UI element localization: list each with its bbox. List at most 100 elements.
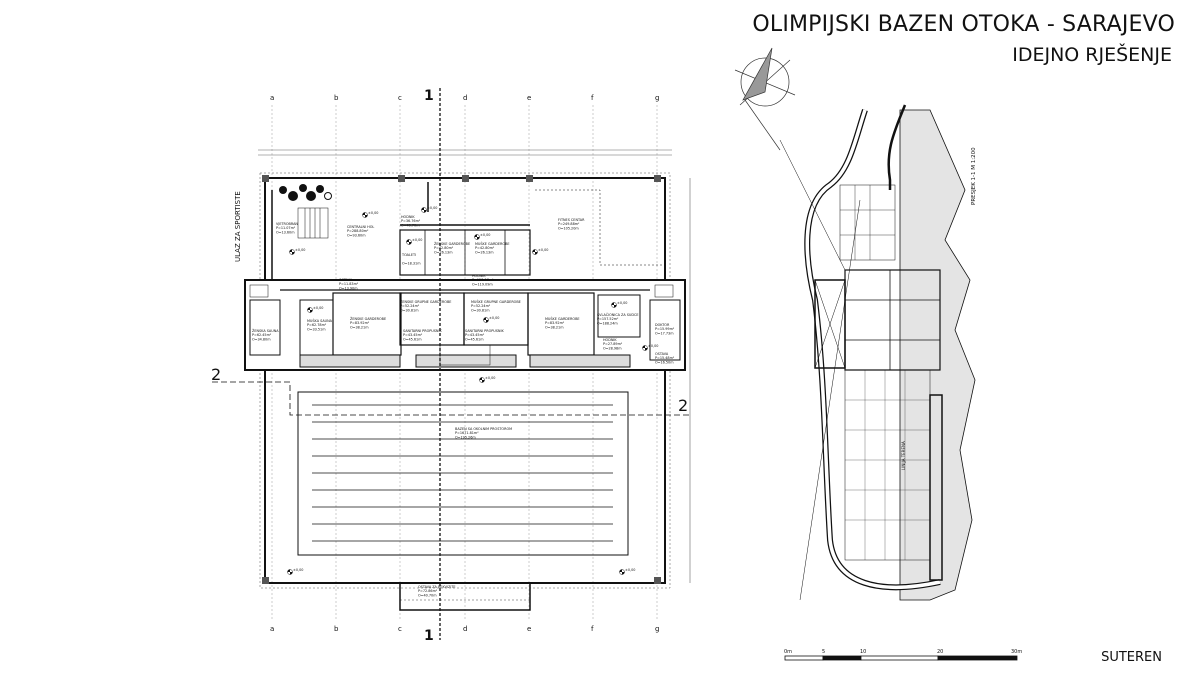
section-2-marker-right: 2 xyxy=(678,396,688,415)
grid-axis-label: e xyxy=(527,625,531,633)
room-label: BAZEN SA OKOLNIM PROSTOROMP=1671.81m²O=1… xyxy=(455,427,512,439)
room-perimeter: O=30.81m xyxy=(400,308,419,312)
room-perimeter: O=34.80m xyxy=(252,337,271,341)
scale-tick-label: 0m xyxy=(784,649,792,655)
level-mark: ±0,00 xyxy=(483,316,499,323)
room-area: P=11.83m² xyxy=(339,282,359,286)
room-perimeter: O=26.13m xyxy=(434,250,453,254)
grid-axis-label: b xyxy=(334,94,339,102)
room-name: VJETROBRAN xyxy=(276,222,298,226)
level-mark-text: ±0,00 xyxy=(293,568,303,572)
room-name: SANITARNI PROPUSNIK xyxy=(465,329,504,333)
grid-axis-label: c xyxy=(398,625,402,633)
room-perimeter: O=16.50m xyxy=(655,360,674,364)
scale-tick-label: 30m xyxy=(1011,649,1022,655)
scale-bar xyxy=(784,655,1018,661)
terrain-hatch xyxy=(899,109,976,601)
grid-axis-label: g xyxy=(655,94,659,102)
level-mark: ±0,00 xyxy=(287,568,303,575)
room-area: P=1671.81m² xyxy=(455,431,479,435)
scale-tick-label: 10 xyxy=(860,649,866,655)
level-mark-text: ±0,00 xyxy=(648,344,658,348)
grid-axis-label: a xyxy=(270,625,274,633)
room-perimeter: O=38.21m xyxy=(545,325,564,329)
level-mark-text: ±0,00 xyxy=(538,248,548,252)
room-perimeter: O=105.20m xyxy=(558,226,579,230)
project-subtitle: IDEJNO RJEŠENJE xyxy=(1012,44,1172,66)
room-area: P=36.76m² xyxy=(401,219,421,223)
level-mark-text: ±0,00 xyxy=(412,238,422,242)
grid-axis-label: d xyxy=(463,94,467,102)
room-name: BAZEN SA OKOLNIM PROSTOROM xyxy=(455,427,512,431)
room-area: P=288.80m² xyxy=(347,229,369,233)
room-perimeter: O=40.70m xyxy=(418,593,437,597)
room-perimeter: O=28.98m xyxy=(603,346,622,350)
section-2-marker-left: 2 xyxy=(211,365,221,384)
room-perimeter: O=195.26m xyxy=(455,435,476,439)
level-mark: ±0,00 xyxy=(362,211,378,218)
room-area: P=15.48m² xyxy=(655,356,675,360)
room-area: P=42.80m² xyxy=(475,246,495,250)
grid-axis-label: g xyxy=(655,625,659,633)
grid-axis-label: f xyxy=(591,94,594,102)
room-name: ŽENSKE GARDEROBE xyxy=(434,241,470,246)
room-name: MUŠKA SAUNA xyxy=(307,318,333,323)
level-mark-text: ±0,00 xyxy=(427,206,437,210)
scale-tick-label: 20 xyxy=(937,649,943,655)
room-name: OSTAVA xyxy=(339,278,353,282)
room-perimeter: O=45.61m xyxy=(465,337,484,341)
room-name: MUŠKE GARDEROBE xyxy=(475,241,510,246)
grid-axis-label: e xyxy=(527,94,531,102)
room-area: P=11.07m² xyxy=(276,226,296,230)
level-mark-text: ±0,00 xyxy=(368,211,378,215)
room-area: P=52.24m² xyxy=(400,304,420,308)
room-name: ŽENSKA SAUNA xyxy=(252,328,279,333)
terrain-line-label: LINIJA TERENA xyxy=(901,441,906,470)
building-section xyxy=(779,104,943,601)
room-area: P=52.24m² xyxy=(471,304,491,308)
room-perimeter: O=13.60m xyxy=(276,230,295,234)
room-perimeter: O=188.24m xyxy=(597,321,618,325)
room-area: P=42.80m² xyxy=(434,246,454,250)
room-perimeter: O=40.70m xyxy=(401,223,420,227)
level-mark-text: ±0,00 xyxy=(617,301,627,305)
room-area: P=153.07m² xyxy=(472,278,494,282)
room-name: OSTAVA xyxy=(655,352,669,356)
room-perimeter: O=17.73m xyxy=(655,331,674,335)
room-perimeter: O=45.61m xyxy=(403,337,422,341)
grid-axis-label: d xyxy=(463,625,467,633)
room-area: P=15.99m² xyxy=(655,327,675,331)
room-perimeter: O=119.09m xyxy=(472,282,493,286)
building-walls xyxy=(244,172,686,611)
level-mark: ±0,00 xyxy=(421,206,437,213)
level-mark-text: ±0,00 xyxy=(625,568,635,572)
room-area: P=249.88m² xyxy=(558,222,580,226)
level-mark: ±0,00 xyxy=(619,568,635,575)
room-name: CENTRALNI HOL xyxy=(347,225,374,229)
scale-tick-label: 5 xyxy=(822,649,825,655)
room-name: HODNIK xyxy=(472,274,486,278)
level-mark-text: ±0,00 xyxy=(295,248,305,252)
room-perimeter: O=38.21m xyxy=(350,325,369,329)
section-line-2-2 xyxy=(212,381,690,416)
compass-icon xyxy=(734,47,796,151)
scale-bar-ticks: 0m 5 10 20 30m xyxy=(784,649,1022,655)
grid-axis-label: a xyxy=(270,94,274,102)
room-area: P=62.78m² xyxy=(307,323,327,327)
room-perimeter: O=26.13m xyxy=(475,250,494,254)
level-marks: ±0,00 ±0,00 ±0,00 ±0,00 ±0,00 ±0,00 ±0,00 ±0,00… xyxy=(287,206,658,575)
